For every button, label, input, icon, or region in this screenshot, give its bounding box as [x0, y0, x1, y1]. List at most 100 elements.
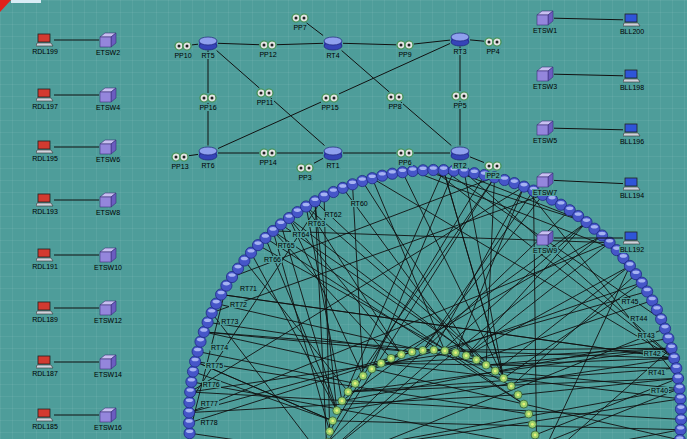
ring-router — [671, 363, 682, 374]
link-point-ring — [260, 149, 268, 157]
router-node: RT5 — [198, 36, 218, 51]
ring-router-top — [638, 279, 645, 283]
screen — [38, 302, 50, 310]
link-line — [218, 43, 259, 44]
switch-front — [100, 412, 111, 422]
ring-router-top — [208, 309, 215, 313]
link-line — [342, 51, 390, 93]
link-point-core — [325, 97, 328, 100]
link-point-icon — [321, 93, 339, 103]
ring-router-top — [186, 399, 193, 403]
link-point-node: PP6 — [396, 148, 414, 158]
screen — [38, 409, 50, 417]
link-line — [218, 102, 321, 148]
ring-node-core — [421, 349, 424, 352]
link-point-core — [496, 41, 499, 44]
ring-router-top — [409, 167, 416, 171]
workstation-icon — [36, 88, 54, 102]
ring-router-top — [673, 364, 680, 368]
ring-router — [387, 168, 398, 179]
switch-side — [111, 355, 116, 369]
link-line — [554, 180, 623, 183]
ring-node — [514, 391, 522, 399]
link-line — [554, 128, 623, 130]
ring-node — [344, 388, 352, 396]
ring-node-core — [400, 353, 403, 356]
link-point-icon — [174, 41, 192, 51]
link-point-icon — [396, 40, 414, 50]
ring-node — [368, 365, 376, 373]
switch-side — [111, 301, 116, 315]
switch-side — [548, 11, 553, 25]
device-label: PP4 — [485, 48, 500, 55]
link-line — [554, 18, 623, 20]
ring-node-core — [347, 390, 350, 393]
screen — [625, 178, 637, 186]
keyboard — [36, 98, 53, 101]
ring-router-top — [471, 169, 478, 173]
switch-node: ETSW14 — [99, 354, 117, 370]
device-label: ETSW16 — [93, 424, 123, 431]
ring-node-core — [527, 413, 530, 416]
workstation-node: BLL196 — [623, 123, 641, 137]
link-point-core — [488, 165, 491, 168]
link-point-ring — [493, 162, 501, 170]
router-label: RT62 — [324, 211, 343, 218]
device-label: RDL189 — [31, 316, 59, 323]
link-point-core — [186, 45, 189, 48]
link-point-ring — [460, 92, 468, 100]
ring-router-top — [677, 426, 684, 430]
mesh-link — [306, 207, 504, 379]
router-label: RT41 — [647, 369, 666, 376]
device-label: ETSW2 — [95, 49, 121, 56]
link-point-core — [390, 96, 393, 99]
link-line — [54, 255, 99, 256]
mesh-link — [281, 224, 337, 410]
router-ring — [183, 164, 686, 439]
screen — [38, 141, 50, 149]
link-line — [554, 74, 623, 76]
ring-router-top — [379, 172, 386, 176]
keyboard — [36, 418, 53, 421]
link-point-core — [260, 92, 263, 95]
workstation-node: BLL198 — [623, 69, 641, 83]
ring-router-top — [575, 212, 582, 216]
ring-router-top — [241, 257, 248, 261]
ring-router-top — [223, 282, 230, 286]
link-point-ring — [397, 149, 405, 157]
ring-router-top — [339, 184, 346, 188]
keyboard — [623, 133, 640, 136]
ring-node — [462, 352, 470, 360]
mesh-link — [258, 245, 511, 386]
router-icon — [198, 146, 218, 161]
ring-router — [357, 175, 368, 186]
workstation-icon — [36, 140, 54, 154]
link-point-ring — [322, 94, 330, 102]
screen — [38, 194, 50, 202]
switch-front — [100, 37, 111, 47]
router-top — [451, 33, 469, 41]
ring-router — [186, 376, 197, 387]
device-label: PP13 — [170, 163, 189, 170]
ring-router — [183, 407, 194, 418]
link-point-ring — [405, 149, 413, 157]
mesh-link — [486, 358, 674, 365]
link-line — [470, 157, 484, 163]
link-point-core — [408, 44, 411, 47]
link-point-node: PP2 — [484, 161, 502, 171]
device-label: PP12 — [258, 51, 277, 58]
link-point-core — [408, 152, 411, 155]
device-label: PP8 — [387, 103, 402, 110]
ring-node — [333, 407, 341, 415]
link-line — [217, 51, 260, 89]
link-point-node: PP15 — [321, 93, 339, 103]
link-line — [271, 98, 325, 146]
ring-router — [184, 417, 195, 428]
link-point-node: PP13 — [171, 152, 189, 162]
ring-node — [441, 347, 449, 355]
link-point-ring — [330, 94, 338, 102]
mesh-link — [535, 378, 678, 435]
link-point-ring — [297, 164, 305, 172]
device-label: PP5 — [452, 102, 467, 109]
